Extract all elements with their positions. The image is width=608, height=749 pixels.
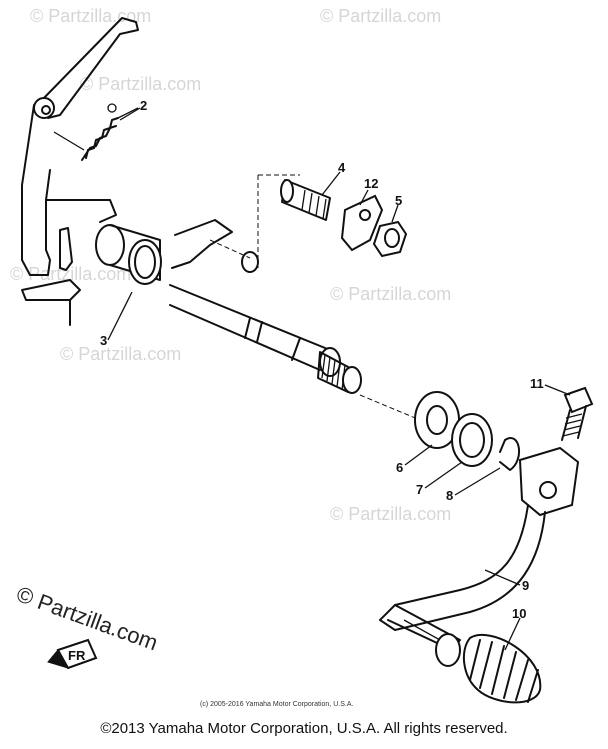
callout-8: 8 — [446, 488, 453, 503]
callout-12: 12 — [364, 176, 378, 191]
callout-5: 5 — [395, 193, 402, 208]
callout-labels: 2 4 12 5 3 11 6 7 8 9 10 — [100, 98, 544, 621]
callout-3: 3 — [100, 333, 107, 348]
shift-arm-plate — [21, 17, 139, 326]
watermark-text: © Partzilla.com — [60, 344, 181, 364]
watermark-text: © Partzilla.com — [320, 6, 441, 26]
pin-assembly — [257, 174, 408, 270]
watermark-text: © Partzilla.com — [10, 264, 131, 284]
callout-10: 10 — [512, 606, 526, 621]
watermark-text: © Partzilla.com — [80, 74, 201, 94]
clamp-bolt — [561, 386, 594, 441]
watermark-text: © Partzilla.com — [30, 6, 151, 26]
shift-pedal — [379, 446, 580, 651]
seal-washers — [359, 391, 521, 471]
leader-lines — [107, 107, 571, 651]
fr-label: FR — [68, 648, 86, 663]
front-direction-mark: FR — [47, 638, 98, 670]
inline-copyright: (c) 2005-2016 Yamaha Motor Corporation, … — [200, 701, 353, 708]
watermark-layer: © Partzilla.com © Partzilla.com © Partzi… — [10, 6, 451, 524]
callout-4: 4 — [338, 160, 346, 175]
footer-copyright: ©2013 Yamaha Motor Corporation, U.S.A. A… — [100, 720, 508, 737]
callout-11: 11 — [530, 376, 544, 391]
pedal-rubber — [435, 633, 542, 704]
watermark-text: © Partzilla.com — [330, 284, 451, 304]
callout-9: 9 — [522, 578, 529, 593]
shift-shaft — [95, 219, 362, 394]
callout-6: 6 — [396, 460, 403, 475]
callout-7: 7 — [416, 482, 423, 497]
return-spring — [81, 103, 139, 161]
shaft-splines — [317, 351, 362, 394]
callout-2: 2 — [140, 98, 147, 113]
watermark-text: © Partzilla.com — [330, 504, 451, 524]
